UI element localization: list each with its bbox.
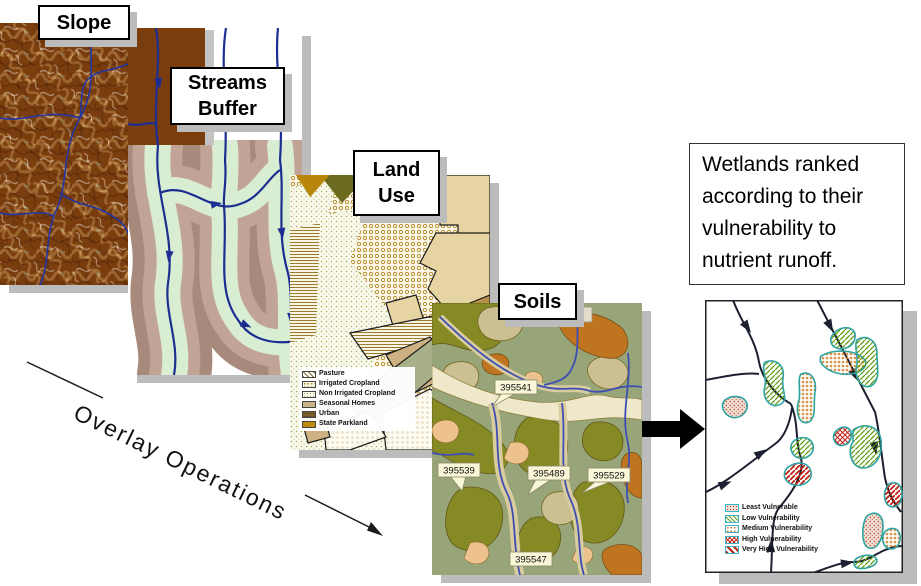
soils-label-text: Soils xyxy=(513,290,562,313)
slope-label-text: Slope xyxy=(56,11,112,34)
least-vulnerable-swatch xyxy=(725,504,739,513)
buffer-bands xyxy=(128,140,302,375)
soil-callouts: 395541 395539 395489 395529 xyxy=(437,379,631,567)
soil-callout: 395489 xyxy=(526,465,571,497)
flow-arrow-icon xyxy=(642,409,705,449)
soils-map-image: 395541 395539 395489 395529 xyxy=(432,303,642,575)
legend-row: Non Irrigated Cropland xyxy=(302,389,412,399)
soil-valley-band xyxy=(432,364,642,422)
soil-callout: 395541 xyxy=(491,379,538,408)
legend-row: Irrigated Cropland xyxy=(302,379,412,389)
overlay-operations-arrow: Overlay Operations xyxy=(26,361,383,536)
legend-label: Medium Vulnerability xyxy=(742,525,813,532)
legend-label: State Parkland xyxy=(319,420,368,427)
legend-row: Pasture xyxy=(302,369,412,379)
streams-buffer-label: Streams Buffer xyxy=(170,67,285,125)
irrigated-cropland-swatch xyxy=(302,380,316,388)
soil-callout: 395529 xyxy=(581,467,631,494)
slope-label: Slope xyxy=(38,5,130,40)
soil-id: 395541 xyxy=(500,383,532,394)
soil-callout: 395539 xyxy=(437,462,481,492)
soil-id: 395529 xyxy=(593,471,625,482)
legend-label: Non Irrigated Cropland xyxy=(319,390,396,397)
legend-label: Seasonal Homes xyxy=(319,400,376,407)
soil-id: 395539 xyxy=(443,466,475,477)
legend-label: Pasture xyxy=(319,370,345,377)
legend-label: Irrigated Cropland xyxy=(319,380,380,387)
result-caption-text: Wetlands ranked according to their vulne… xyxy=(702,153,864,272)
urban-swatch xyxy=(302,410,316,418)
non-irrigated-cropland-swatch xyxy=(302,390,316,398)
slope-map xyxy=(0,23,130,285)
legend-row: Least Vulnerable xyxy=(725,503,818,514)
soil-callout: 395547 xyxy=(509,551,553,567)
very-high-vulnerability-swatch xyxy=(725,546,739,555)
high-vulnerability-swatch xyxy=(725,535,739,544)
land-use-label-text: Land Use xyxy=(372,159,421,207)
vulnerability-result-map: Least Vulnerable Low Vulnerability Mediu… xyxy=(705,300,903,573)
legend-label: Urban xyxy=(319,410,340,417)
legend-row: Seasonal Homes xyxy=(302,399,412,409)
state-parkland-swatch xyxy=(302,420,316,428)
overlay-operations-text: Overlay Operations xyxy=(70,399,292,525)
legend-row: Urban xyxy=(302,409,412,419)
legend-row: High Vulnerability xyxy=(725,535,818,546)
vulnerability-legend: Least Vulnerable Low Vulnerability Mediu… xyxy=(725,503,818,556)
result-caption: Wetlands ranked according to their vulne… xyxy=(689,143,905,285)
arrowhead-icon xyxy=(367,522,383,536)
legend-label: Low Vulnerability xyxy=(742,514,800,522)
soil-id: 395489 xyxy=(533,469,565,480)
legend-label: Least Vulnerable xyxy=(742,504,798,511)
streams-buffer-label-text: Streams Buffer xyxy=(188,72,267,120)
medium-vulnerability-swatch xyxy=(725,525,739,534)
soils-map: 395541 395539 395489 395529 xyxy=(432,303,642,575)
seasonal-homes-swatch xyxy=(302,400,316,408)
legend-label: High Vulnerability xyxy=(742,535,802,543)
legend-row: Low Vulnerability xyxy=(725,514,818,525)
legend-label: Very High Vulnerability xyxy=(742,546,818,553)
legend-row: State Parkland xyxy=(302,419,412,429)
soils-label: Soils xyxy=(498,283,577,320)
pasture-swatch xyxy=(302,370,316,378)
land-use-legend: Pasture Irrigated Cropland Non Irrigated… xyxy=(299,367,415,431)
slope-map-image xyxy=(0,23,130,285)
legend-row: Medium Vulnerability xyxy=(725,524,818,535)
soil-id: 395547 xyxy=(515,555,547,566)
low-vulnerability-swatch xyxy=(725,514,739,523)
land-use-label: Land Use xyxy=(353,150,440,216)
wetland-polygons xyxy=(721,326,903,570)
slope-streams xyxy=(0,23,130,285)
legend-row: Very High Vulnerability xyxy=(725,545,818,556)
